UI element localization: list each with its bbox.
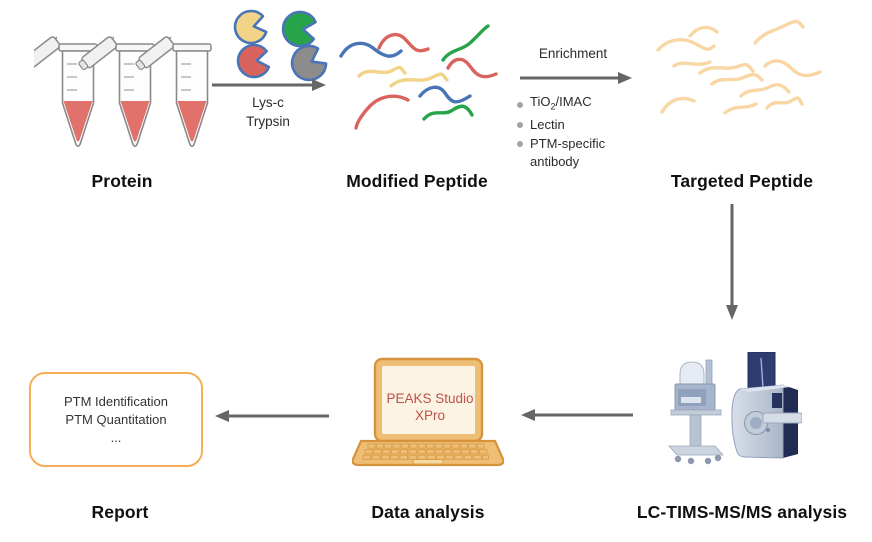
report-line-1: PTM Identification <box>63 393 169 409</box>
enzyme-pacman-icon <box>233 9 328 82</box>
arrow-left-icon <box>521 409 633 421</box>
enrichment-bullet-list: TiO2/IMAC Lectin PTM-specific antibody <box>517 93 605 172</box>
protein-label: Protein <box>91 171 153 191</box>
mass-spectrometer-icon <box>668 352 802 465</box>
laptop-icon <box>352 357 504 467</box>
report-box: PTM Identification PTM Quantitation ... <box>29 372 203 467</box>
laptop-screen-text: PEAKS Studio XPro <box>368 390 492 424</box>
bullet-dot-icon <box>517 140 523 147</box>
colored-peptide-strands-icon <box>339 24 498 130</box>
enrichment-bullet-ptm-antibody-line2: antibody <box>530 154 580 170</box>
arrow-left-icon <box>215 410 329 422</box>
tan-peptide-strands-icon <box>656 19 822 115</box>
bullet-dot-icon <box>517 122 523 129</box>
data-analysis-label: Data analysis <box>371 502 485 522</box>
ms-analysis-label: LC-TIMS-MS/MS analysis <box>636 502 848 522</box>
enrichment-bullet-ptm-antibody: PTM-specific <box>517 135 605 154</box>
report-label: Report <box>91 502 149 522</box>
software-name-line1: PEAKS Studio <box>386 391 474 406</box>
targeted-peptide-label: Targeted Peptide <box>670 171 814 191</box>
enrichment-title: Enrichment <box>538 46 608 61</box>
enrichment-bullet-tio2: TiO2/IMAC <box>517 93 605 116</box>
modified-peptide-label: Modified Peptide <box>346 171 488 191</box>
arrow-right-icon <box>212 79 326 91</box>
bullet-dot-icon <box>517 101 523 108</box>
report-line-2: PTM Quantitation <box>65 411 167 427</box>
software-name-line2: XPro <box>414 408 445 423</box>
enrichment-bullet-lectin: Lectin <box>517 116 605 135</box>
arrow-down-icon <box>726 204 738 320</box>
digestion-enzyme-2: Trypsin <box>246 114 290 129</box>
microcentrifuge-tubes-icon <box>34 34 212 148</box>
report-line-ellipsis: ... <box>110 429 122 445</box>
arrow-right-icon <box>520 72 632 84</box>
digestion-enzyme-1: Lys-c <box>252 95 284 110</box>
digestion-enzymes-note: Lys-c Trypsin <box>246 93 290 131</box>
